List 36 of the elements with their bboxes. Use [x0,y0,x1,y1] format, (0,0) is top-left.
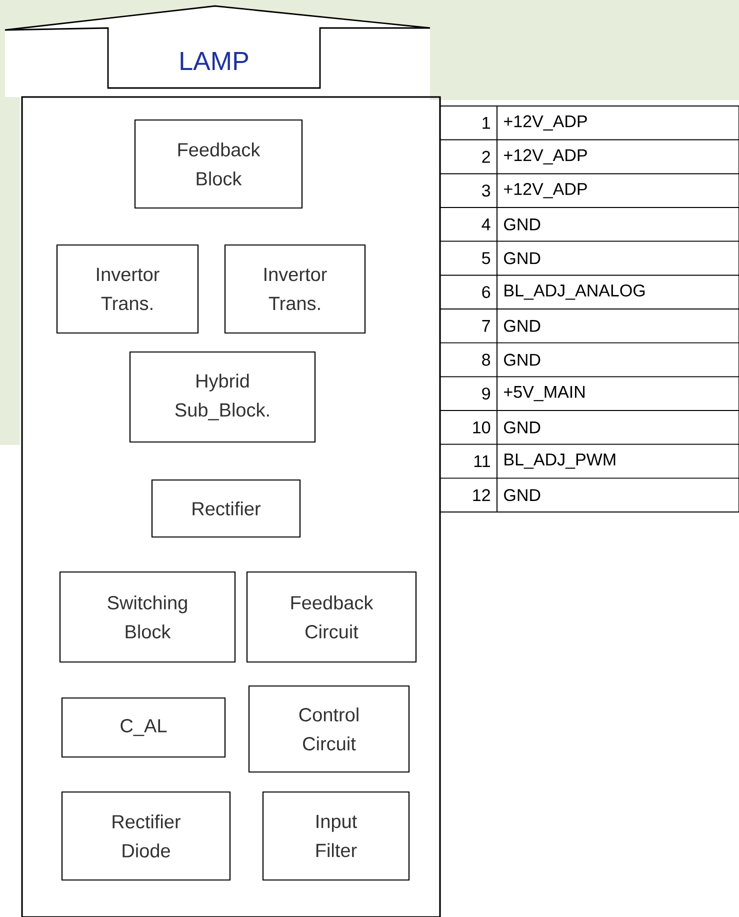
block-box: Rectifier Diode [61,791,231,881]
pin-number: 9 [482,388,490,400]
signal-name: GND [504,320,540,332]
signal-name: +12V_ADP [504,149,587,164]
pin-number: 7 [482,320,490,332]
signal-name: GND [504,252,540,264]
pin-number: 4 [482,218,490,230]
signal-name: +5V_MAIN [504,386,584,402]
pin-number: 1 [482,117,490,129]
signal-name: GND [504,421,540,434]
block-box: Invertor Trans. [56,244,199,334]
block-box: Input Filter [262,791,410,881]
signal-name: GND [504,354,540,366]
block-box: Switching Block [59,571,236,663]
block-box: Feedback Circuit [246,571,417,663]
block-box: Rectifier [151,479,301,538]
signal-name: GND [504,489,540,502]
pin-number: 10 [473,421,490,434]
block-box: Control Circuit [248,685,410,773]
signal-name: GND [504,218,540,230]
signal-name: BL_ADJ_PWM [504,454,616,469]
pin-number: 3 [482,184,490,197]
block-box: C_AL [61,697,226,758]
pin-number: 2 [482,150,490,163]
signal-name: +12V_ADP [504,182,587,198]
signal-name: +12V_ADP [504,115,587,131]
block-box: Hybrid Sub_Block. [129,351,316,443]
block-box: Invertor Trans. [224,244,366,334]
block-box: Feedback Block [134,119,303,209]
pin-number: 8 [482,354,490,366]
pin-number: 6 [482,286,490,298]
signal-name: BL_ADJ_ANALOG [504,284,645,300]
pin-number: 12 [473,489,490,502]
pin-number: 5 [482,252,490,264]
pin-number: 11 [474,455,490,468]
board-outline [21,96,441,917]
